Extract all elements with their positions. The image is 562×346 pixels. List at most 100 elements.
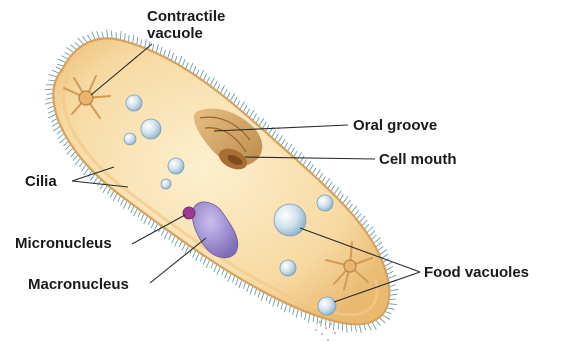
cilium [287, 144, 292, 152]
cilium [45, 102, 54, 105]
cilium [359, 216, 365, 223]
food-vacuole [318, 297, 336, 315]
cilium [319, 173, 323, 180]
cilium [58, 134, 64, 139]
cilium [137, 37, 138, 45]
cilium [233, 275, 235, 282]
cilium [376, 242, 382, 247]
cilium [78, 38, 84, 45]
food-vacuole [317, 195, 333, 211]
cilium [278, 135, 283, 143]
cilium [156, 44, 158, 53]
cilium [123, 201, 127, 209]
cilium [125, 33, 126, 41]
cilium [300, 156, 304, 163]
cilium [309, 164, 313, 171]
cilium [325, 178, 330, 186]
cilium [379, 318, 385, 323]
cilium [246, 109, 249, 115]
cilium [182, 59, 185, 67]
cilium [281, 302, 283, 310]
cilium [61, 56, 68, 60]
cilium [368, 323, 372, 330]
food-vacuole [141, 119, 161, 139]
cilium [362, 220, 367, 226]
cilium [171, 53, 174, 61]
cilium [281, 139, 285, 146]
cilium [230, 94, 235, 102]
cilium [315, 169, 320, 177]
cilium [152, 44, 153, 51]
cilium [389, 289, 398, 291]
label-oral-groove: Oral groove [353, 117, 437, 134]
label-contractile-vacuole-line1: Contractile [147, 8, 225, 25]
cilium [337, 191, 342, 198]
cilium [367, 227, 374, 233]
cilium [103, 185, 108, 193]
cilium [214, 264, 217, 272]
cilium [172, 236, 175, 243]
cilium [168, 50, 171, 59]
cilium [345, 200, 350, 207]
cilium [351, 206, 357, 213]
cilium [331, 186, 335, 192]
cilium [290, 147, 294, 154]
cilium [273, 298, 276, 307]
micronucleus [183, 207, 195, 219]
food-vacuole [274, 204, 306, 236]
cilium [189, 63, 193, 71]
cilium [348, 204, 352, 210]
cilium [214, 81, 218, 88]
cilium [48, 114, 56, 118]
cilium [340, 195, 344, 201]
cilium [284, 304, 286, 313]
cilium [134, 208, 138, 216]
cilium [59, 137, 66, 143]
cilium [239, 280, 242, 289]
cilium [131, 206, 135, 213]
cilium [52, 122, 59, 126]
cilium [343, 196, 349, 203]
cilium [258, 290, 261, 298]
cilium [317, 316, 318, 324]
cilium [121, 198, 125, 205]
cilium [224, 89, 228, 96]
label-contractile-vacuole-line2: vacuole [147, 25, 203, 42]
cilium [113, 193, 117, 201]
cilium [303, 159, 307, 165]
cilium [369, 231, 375, 237]
cilium [364, 224, 369, 229]
cilium [120, 31, 121, 40]
cilium [305, 312, 307, 320]
cilium [107, 29, 108, 38]
cilium [328, 182, 333, 189]
cilium [256, 117, 259, 123]
cilium [100, 182, 104, 189]
cilium [58, 59, 66, 63]
cilium [269, 296, 271, 304]
cilium [179, 56, 182, 65]
cilium [236, 278, 239, 286]
cilium [144, 216, 148, 224]
cilium [196, 253, 200, 261]
cilium [164, 50, 166, 57]
cilium [66, 48, 74, 53]
cilium [359, 324, 361, 333]
cilium [220, 86, 224, 94]
cilium [388, 275, 397, 278]
cilium [71, 45, 78, 50]
cilium [372, 322, 377, 330]
label-cilia: Cilia [25, 173, 57, 190]
label-contractile-vacuole: Contractile vacuole [147, 8, 230, 42]
cilium [169, 233, 172, 240]
cilium [322, 177, 326, 183]
cilium [160, 47, 162, 55]
cilium [388, 304, 397, 305]
cilium [203, 74, 206, 81]
cilium [164, 231, 168, 239]
food-vacuole [124, 133, 136, 145]
cilium [293, 307, 295, 315]
cilium [133, 35, 134, 44]
cilium [380, 250, 388, 255]
